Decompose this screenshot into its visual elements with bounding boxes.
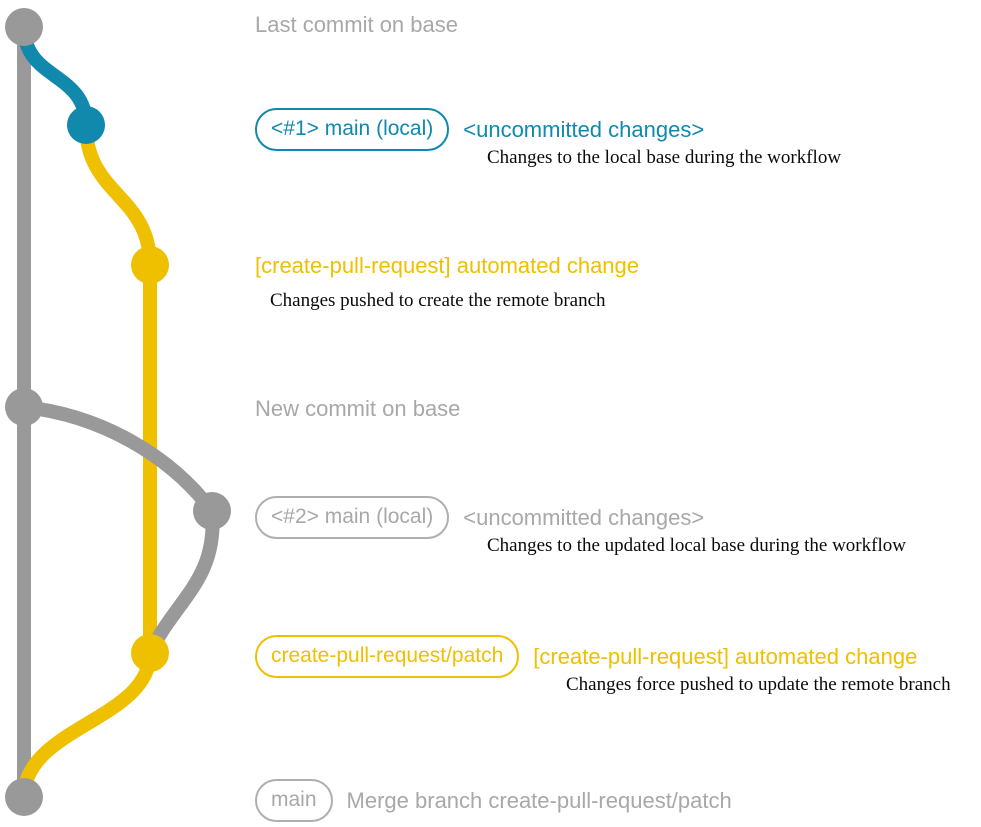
branch-badge-local-2[interactable]: <#2> main (local) bbox=[255, 496, 450, 539]
branch-badge-main[interactable]: main bbox=[255, 779, 333, 822]
edge-local1-to-remote-create bbox=[79, 118, 157, 272]
commit-description: Changes to the updated local base during… bbox=[487, 535, 906, 556]
edge-remoteforce-to-merge bbox=[17, 646, 157, 804]
commit-row-base-merge: main Merge branch create-pull-request/pa… bbox=[255, 779, 732, 822]
commit-headline: Last commit on base bbox=[255, 12, 458, 37]
commit-description: Changes force pushed to update the remot… bbox=[566, 674, 951, 695]
branch-badge-remote-patch[interactable]: create-pull-request/patch bbox=[255, 635, 520, 678]
commit-headline: [create-pull-request] automated change bbox=[255, 253, 640, 278]
commit-description: Changes pushed to create the remote bran… bbox=[270, 290, 606, 311]
node-base-new[interactable] bbox=[5, 388, 43, 426]
commit-row-base-new: New commit on base bbox=[255, 398, 460, 420]
commit-row-local-1: <#1> main (local) <uncommitted changes> bbox=[255, 108, 704, 151]
commit-row-remote-force: create-pull-request/patch [create-pull-r… bbox=[255, 635, 917, 678]
commit-headline: Merge branch create-pull-request/patch bbox=[346, 787, 732, 813]
commit-row-remote-create: [create-pull-request] automated change bbox=[255, 255, 639, 277]
commit-description: Changes to the local base during the wor… bbox=[487, 147, 842, 168]
commit-headline: <uncommitted changes> bbox=[463, 504, 705, 530]
node-local-2[interactable] bbox=[193, 492, 231, 530]
edge-basenew-to-local2 bbox=[17, 400, 219, 518]
commit-row-local-2: <#2> main (local) <uncommitted changes> bbox=[255, 496, 704, 539]
commit-row-base-head: Last commit on base bbox=[255, 14, 458, 36]
node-base-head[interactable] bbox=[5, 8, 43, 46]
node-local-1[interactable] bbox=[67, 106, 105, 144]
commit-headline: <uncommitted changes> bbox=[463, 116, 705, 142]
node-remote-create[interactable] bbox=[131, 246, 169, 284]
commit-headline: New commit on base bbox=[255, 396, 461, 421]
branch-badge-local-1[interactable]: <#1> main (local) bbox=[255, 108, 450, 151]
commit-headline: [create-pull-request] automated change bbox=[533, 643, 918, 669]
node-base-merge[interactable] bbox=[5, 778, 43, 816]
node-remote-force[interactable] bbox=[131, 634, 169, 672]
edge-local2-to-remoteforce bbox=[143, 504, 220, 660]
